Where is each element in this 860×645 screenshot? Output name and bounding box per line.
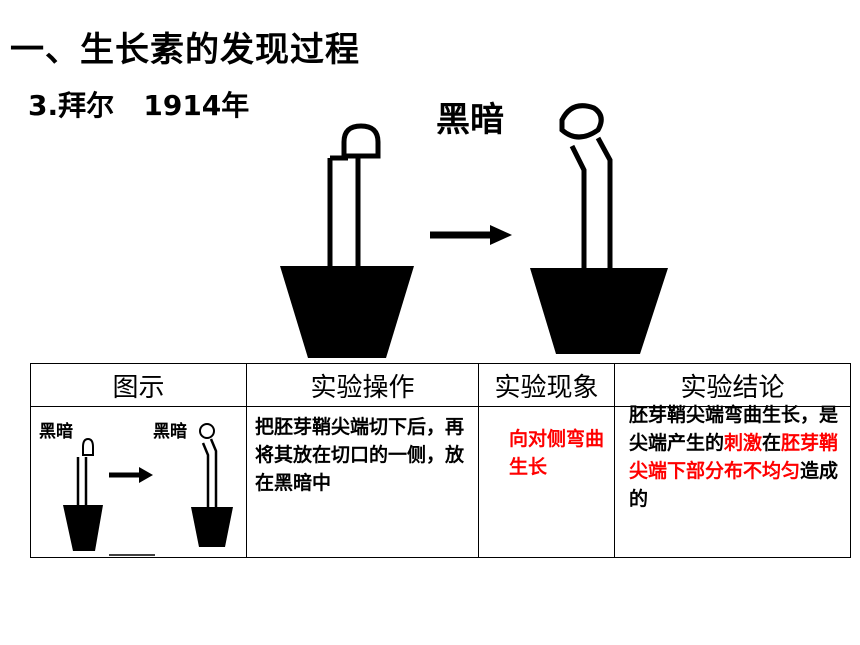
pot-right	[530, 268, 668, 354]
phenomenon-cell: 向对侧弯曲生长	[478, 406, 615, 558]
small-dark-label-right: 黑暗	[153, 422, 187, 442]
conclusion-uneven: 胚芽鞘尖端下部分布不均匀	[629, 432, 839, 482]
phenomenon-text: 向对侧弯曲生长	[509, 428, 605, 478]
experiment-table: 图示 实验操作 实验现象 实验结论 黑暗 黑暗	[30, 363, 851, 558]
conclusion-stimulus: 刺激	[724, 432, 763, 454]
conclusion-part5: 造成的	[629, 460, 839, 510]
dark-condition-label: 黑暗	[436, 100, 504, 140]
small-diagram	[63, 423, 233, 556]
small-dark-label-left: 黑暗	[39, 422, 73, 442]
conclusion-cell: 胚芽鞘尖端弯曲生长，是尖端产生的刺激在胚芽鞘尖端下部分布不均匀造成的	[614, 404, 851, 558]
header-operation: 实验操作	[246, 363, 479, 407]
pot-left	[280, 266, 414, 358]
header-phenomenon: 实验现象	[478, 363, 615, 407]
conclusion-text: 胚芽鞘尖端弯曲生长，是尖端产生的刺激在胚芽鞘尖端下部分布不均匀造成的	[615, 401, 850, 513]
seedling-before	[280, 123, 414, 358]
arrow-icon	[430, 225, 512, 245]
diagram-cell: 黑暗 黑暗	[30, 406, 247, 558]
seedling-after	[530, 103, 668, 354]
operation-text: 把胚芽鞘尖端切下后，再将其放在切口的一侧，放在黑暗中	[255, 416, 465, 494]
conclusion-part3: 在	[762, 432, 782, 454]
coleoptile-tip-right	[559, 103, 604, 140]
conclusion-part1: 胚芽鞘尖端弯曲生长，是尖端产生的	[629, 404, 839, 454]
experiment-figure	[280, 103, 668, 358]
operation-cell: 把胚芽鞘尖端切下后，再将其放在切口的一侧，放在黑暗中	[246, 406, 479, 558]
section-subtitle: 3.拜尔 1914年	[28, 89, 250, 122]
coleoptile-tip-left	[341, 123, 381, 159]
header-diagram: 图示	[30, 363, 247, 407]
page-title: 一、生长素的发现过程	[10, 30, 360, 70]
table-row: 黑暗 黑暗 把胚芽鞘尖端切下后，再将其放在切口的一侧，放在黑暗中	[30, 404, 851, 558]
